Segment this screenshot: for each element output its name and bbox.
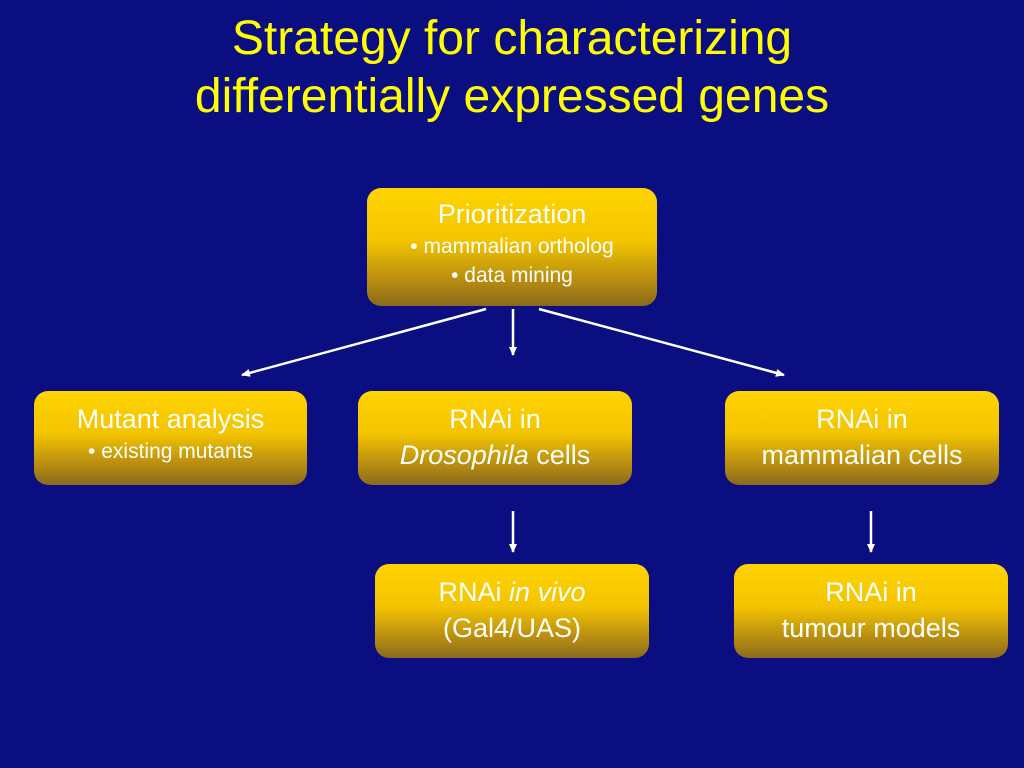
- rnai-tumour-box: RNAi in tumour models: [734, 564, 1008, 658]
- rnai-mammalian-box: RNAi in mammalian cells: [725, 391, 999, 485]
- arrow-to-rnai-mammalian: [538, 307, 785, 377]
- drosophila-cells-text: cells: [528, 440, 591, 470]
- rnai-tumour-line-1: RNAi in: [825, 577, 917, 607]
- rnai-tumour-line-2: tumour models: [781, 613, 961, 643]
- rnai-drosophila-box: RNAi in Drosophila cells: [358, 391, 632, 485]
- rnai-drosophila-line-2: Drosophila cells: [358, 437, 632, 473]
- arrow-to-mutant-analysis: [241, 307, 487, 377]
- drosophila-italic: Drosophila: [399, 440, 529, 470]
- rnai-in-vivo-line-1: RNAi in vivo: [375, 574, 649, 610]
- prioritization-box: Prioritization • mammalian ortholog • da…: [367, 188, 657, 306]
- prioritization-heading: Prioritization: [437, 199, 587, 229]
- rnai-plain-text: RNAi: [438, 577, 509, 607]
- mutant-analysis-heading: Mutant analysis: [76, 404, 265, 434]
- rnai-in-vivo-line-2: (Gal4/UAS): [442, 613, 582, 643]
- in-vivo-italic: in vivo: [508, 577, 586, 607]
- slide-title: Strategy for characterizing differential…: [0, 10, 1024, 126]
- rnai-mammalian-line-1: RNAi in: [816, 404, 908, 434]
- title-line-1: Strategy for characterizing: [231, 12, 793, 65]
- title-line-2: differentially expressed genes: [194, 70, 830, 123]
- mutant-analysis-box: Mutant analysis • existing mutants: [34, 391, 307, 485]
- mutant-analysis-bullet: • existing mutants: [88, 440, 253, 463]
- rnai-drosophila-line-1: RNAi in: [449, 404, 541, 434]
- rnai-in-vivo-box: RNAi in vivo (Gal4/UAS): [375, 564, 649, 658]
- prioritization-bullet-ortholog: • mammalian ortholog: [410, 235, 614, 258]
- prioritization-bullet-data-mining: • data mining: [451, 264, 573, 287]
- rnai-mammalian-line-2: mammalian cells: [761, 440, 963, 470]
